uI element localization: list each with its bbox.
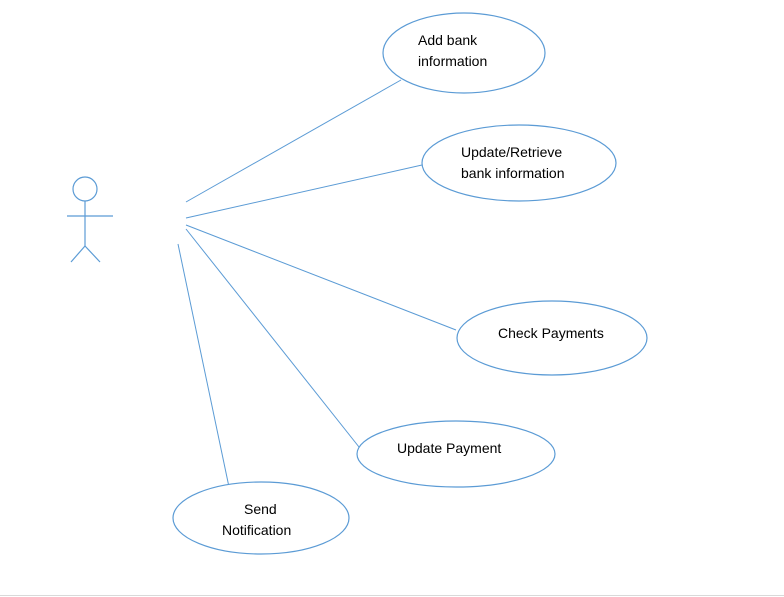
- use-case-check-payments[interactable]: Check Payments: [456, 300, 648, 376]
- use-case-label-line-2: bank information: [461, 165, 565, 181]
- use-case-label-line-1: Update/Retrieve: [461, 144, 562, 160]
- use-case-ellipse: [356, 420, 556, 488]
- actor-head: [72, 176, 98, 202]
- use-case-ellipse: [172, 481, 350, 555]
- use-case-label: Update Payment: [397, 440, 501, 456]
- association-update-payment: [185, 228, 360, 448]
- page-bottom-divider: [0, 595, 784, 596]
- association-send-notification: [177, 243, 230, 488]
- association-add-bank-information: [185, 79, 402, 203]
- association-check-payments: [185, 224, 457, 331]
- use-case-update-payment[interactable]: Update Payment: [356, 420, 556, 488]
- use-case-label-line-1: Send: [244, 501, 277, 517]
- use-case-label-line-2: information: [418, 53, 487, 69]
- actor-right-leg: [84, 245, 101, 263]
- use-case-label: Check Payments: [498, 325, 604, 341]
- association-update-retrieve-bank-information: [185, 164, 423, 219]
- use-case-ellipse: [421, 124, 617, 202]
- association-lines: [177, 79, 457, 488]
- use-case-update-retrieve-bank-information[interactable]: Update/Retrieve bank information: [421, 124, 617, 202]
- use-case-label-line-2: Notification: [222, 522, 291, 538]
- use-case-add-bank-information[interactable]: Add bank information: [382, 12, 546, 94]
- actor-left-leg: [70, 245, 86, 263]
- use-case-label-line-1: Add bank: [418, 32, 478, 48]
- use-case-ellipse: [456, 300, 648, 376]
- actor-stick-figure-icon: [67, 176, 113, 263]
- use-case-ellipse: [382, 12, 546, 94]
- use-case-send-notification[interactable]: Send Notification: [172, 481, 350, 555]
